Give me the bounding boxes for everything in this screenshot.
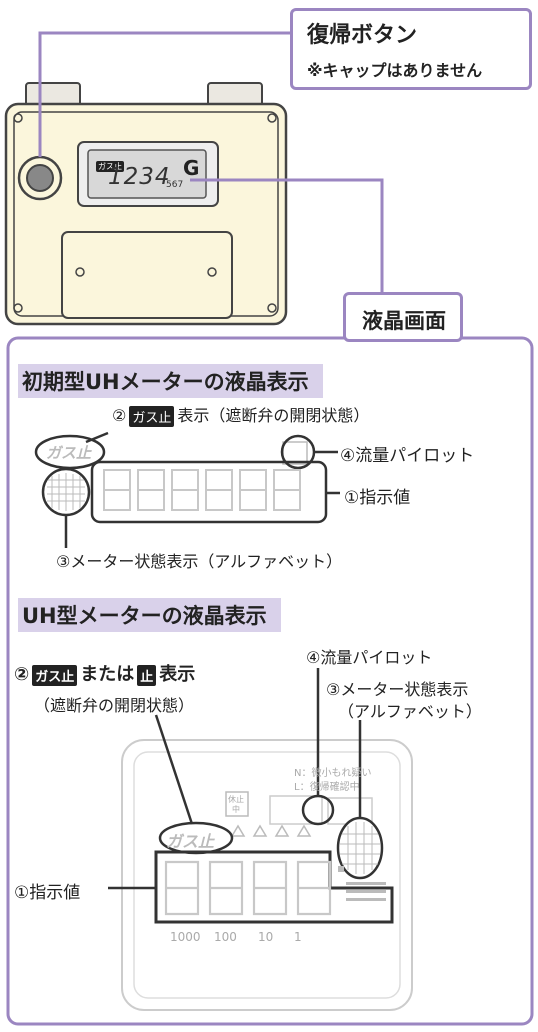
section2-scale-10: 10 bbox=[258, 930, 274, 944]
gas-meter-illustration bbox=[4, 82, 288, 326]
lcd-digit-outline bbox=[208, 860, 244, 916]
section1-label2-text: 表示（遮断弁の開閉状態） bbox=[177, 406, 370, 425]
leader-lcd bbox=[190, 178, 384, 292]
section2-label2-text: 表示 bbox=[159, 664, 196, 685]
meter-small-digits: 567 bbox=[166, 180, 184, 190]
section2-scale-1000: 1000 bbox=[170, 930, 201, 944]
section1-label2-num: ② bbox=[112, 406, 127, 425]
meter-unit: G bbox=[183, 156, 200, 180]
section1-heading: 初期型UHメーターの液晶表示 bbox=[18, 364, 323, 398]
lcd-callout-title: 液晶画面 bbox=[362, 309, 446, 333]
lcd-digit-outline bbox=[103, 469, 131, 511]
return-button-title: 復帰ボタン bbox=[307, 23, 418, 48]
lcd-callout: 液晶画面 bbox=[343, 292, 463, 342]
lcd-digit-outline bbox=[239, 469, 267, 511]
section2-label2-badge2: 止 bbox=[137, 664, 157, 686]
section2-lcd-legend2: L：復帰確認中 bbox=[294, 782, 360, 793]
section1-label3: ③メーター状態表示（アルファベット） bbox=[56, 552, 343, 571]
meter-lcd-text: ガス止 bbox=[93, 156, 127, 175]
section2-label3-line2: （アルファベット） bbox=[338, 702, 482, 721]
lcd-panel-frame bbox=[6, 336, 534, 1026]
section2-lcd-small2: 中 bbox=[232, 805, 240, 814]
return-button-illustration bbox=[17, 155, 63, 201]
section2-label4: ④流量パイロット bbox=[306, 648, 433, 667]
section2-lcd-legend1: N：微小もれ疑い bbox=[294, 768, 372, 779]
section2-label1: ①指示値 bbox=[14, 883, 81, 903]
section2-label2-mid: または bbox=[80, 664, 135, 685]
return-button-note: ※キャップはありません bbox=[307, 61, 483, 80]
section1-label1: ①指示値 bbox=[344, 488, 411, 508]
return-button-callout: 復帰ボタン ※キャップはありません bbox=[290, 8, 532, 90]
leader-return-button bbox=[38, 31, 290, 157]
section1-label2-badge: ガス止 bbox=[129, 406, 175, 427]
section2-label3-line1: ③メーター状態表示 bbox=[326, 680, 469, 699]
lcd-digit-outline bbox=[273, 469, 301, 511]
section1-lcd-gas-label: ガス止 bbox=[46, 444, 92, 462]
section2-label2-num: ② bbox=[14, 664, 30, 685]
meter-gas-stop-label: ガス止 bbox=[96, 161, 124, 172]
lcd-digit-outline bbox=[171, 469, 199, 511]
lcd-digit-outline bbox=[137, 469, 165, 511]
meter-digits: 1234 bbox=[108, 164, 171, 190]
section2-lcd-gas-label: ガス止 bbox=[166, 832, 215, 851]
section2-label2-badge: ガス止 bbox=[32, 664, 78, 686]
section1-lcd bbox=[34, 431, 340, 548]
section1-label4: ④流量パイロット bbox=[340, 446, 475, 466]
lcd-digit-outline bbox=[252, 860, 288, 916]
section2-lcd bbox=[108, 668, 413, 1011]
section2-heading: UH型メーターの液晶表示 bbox=[18, 598, 281, 632]
section2-label2-sub: （遮断弁の開閉状態） bbox=[34, 696, 195, 715]
section2-scale-1: 1 bbox=[294, 930, 302, 944]
section2-lcd-small1: 休止 bbox=[228, 795, 244, 804]
lcd-digit-outline bbox=[205, 469, 233, 511]
section2-scale-100: 100 bbox=[214, 930, 237, 944]
lcd-digit-outline bbox=[296, 860, 332, 916]
lcd-digit-outline bbox=[164, 860, 200, 916]
